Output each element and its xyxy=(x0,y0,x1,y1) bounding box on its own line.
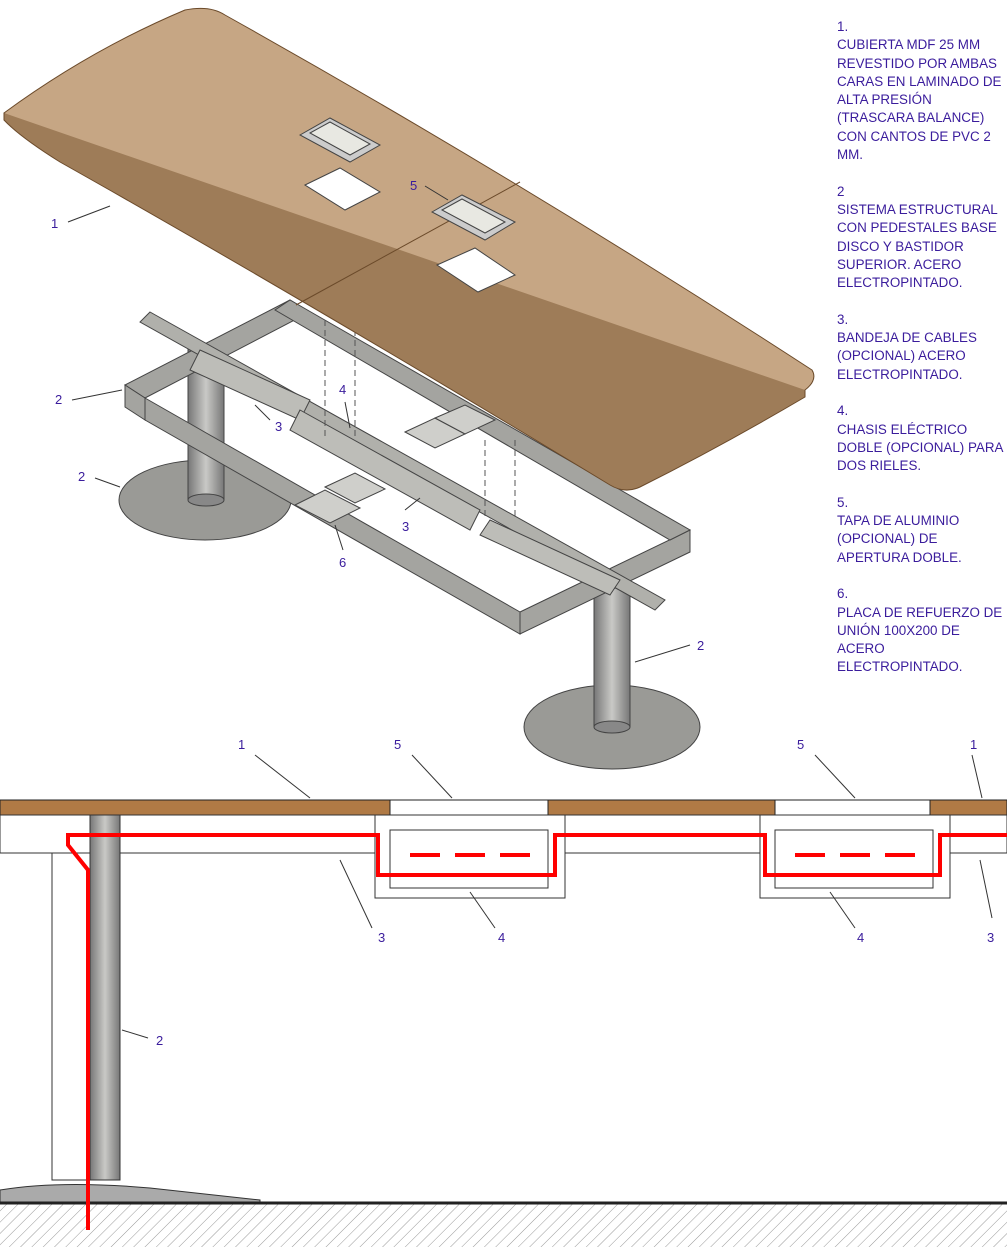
legend-number: 1. xyxy=(837,19,849,34)
section-view xyxy=(0,799,1007,1247)
legend-item-4: 4. CHASIS ELÉCTRICO DOBLE (OPCIONAL) PARA… xyxy=(837,402,1007,475)
table-top xyxy=(3,7,815,491)
legend-number: 4. xyxy=(837,403,849,419)
legend-text: TAPA DE ALUMINIO (OPCIONAL) DE APERTURA … xyxy=(837,513,962,565)
legend-item-3: 3. BANDEJA DE CABLES (OPCIONAL) ACERO ELE… xyxy=(837,311,1007,384)
cable-trays xyxy=(189,349,621,596)
legend-item-6: 6. PLACA DE REFUERZO DE UNIÓN 100X200 DE … xyxy=(837,585,1007,676)
legend-text: PLACA DE REFUERZO DE UNIÓN 100X200 DE AC… xyxy=(837,604,1003,675)
callout-label: 4 xyxy=(857,930,865,945)
callout-label: 1 xyxy=(970,737,978,752)
callout-label: 5 xyxy=(394,737,402,752)
legend-number: 6. xyxy=(837,586,849,602)
callout-label: 2 xyxy=(697,638,705,653)
callout-label: 5 xyxy=(797,737,805,752)
leader-lines xyxy=(67,185,691,663)
cable-route xyxy=(66,833,1007,1230)
callout-label: 2 xyxy=(156,1033,164,1048)
legend-item-5: 5. TAPA DE ALUMINIO (OPCIONAL) DE APERTUR… xyxy=(837,494,1007,567)
callout-label: 2 xyxy=(55,392,63,407)
callout-label: 3 xyxy=(275,419,283,434)
legend-text: CUBIERTA MDF 25 MM REVESTIDO POR AMBAS C… xyxy=(837,37,1002,163)
legend-number: 5. xyxy=(837,494,849,510)
callout-label: 4 xyxy=(339,382,347,397)
section-leader-lines xyxy=(121,754,993,1039)
callout-label: 5 xyxy=(410,178,418,193)
legend: 1. CUBIERTA MDF 25 MM REVESTIDO POR AMBAS… xyxy=(837,18,1007,695)
reinforcement-plates xyxy=(293,404,497,524)
pedestal-right xyxy=(523,584,701,770)
callout-label: 1 xyxy=(238,737,246,752)
callout-label: 3 xyxy=(987,930,995,945)
callout-label: 1 xyxy=(51,216,59,231)
callout-label: 4 xyxy=(498,930,506,945)
callout-label: 3 xyxy=(402,519,410,534)
legend-number: 3. xyxy=(837,311,849,327)
legend-number: 2 xyxy=(837,183,845,199)
callout-label: 3 xyxy=(378,930,386,945)
legend-text: CHASIS ELÉCTRICO DOBLE (OPCIONAL) PARA D… xyxy=(837,421,1003,474)
callout-label: 2 xyxy=(78,469,86,484)
aluminum-cover xyxy=(298,117,517,241)
callout-label: 6 xyxy=(339,555,347,570)
legend-text: SISTEMA ESTRUCTURAL CON PEDESTALES BASE … xyxy=(837,201,998,291)
legend-text: BANDEJA DE CABLES (OPCIONAL) ACERO ELECT… xyxy=(837,330,977,382)
legend-item-1: 1. CUBIERTA MDF 25 MM REVESTIDO POR AMBAS… xyxy=(837,18,1007,164)
